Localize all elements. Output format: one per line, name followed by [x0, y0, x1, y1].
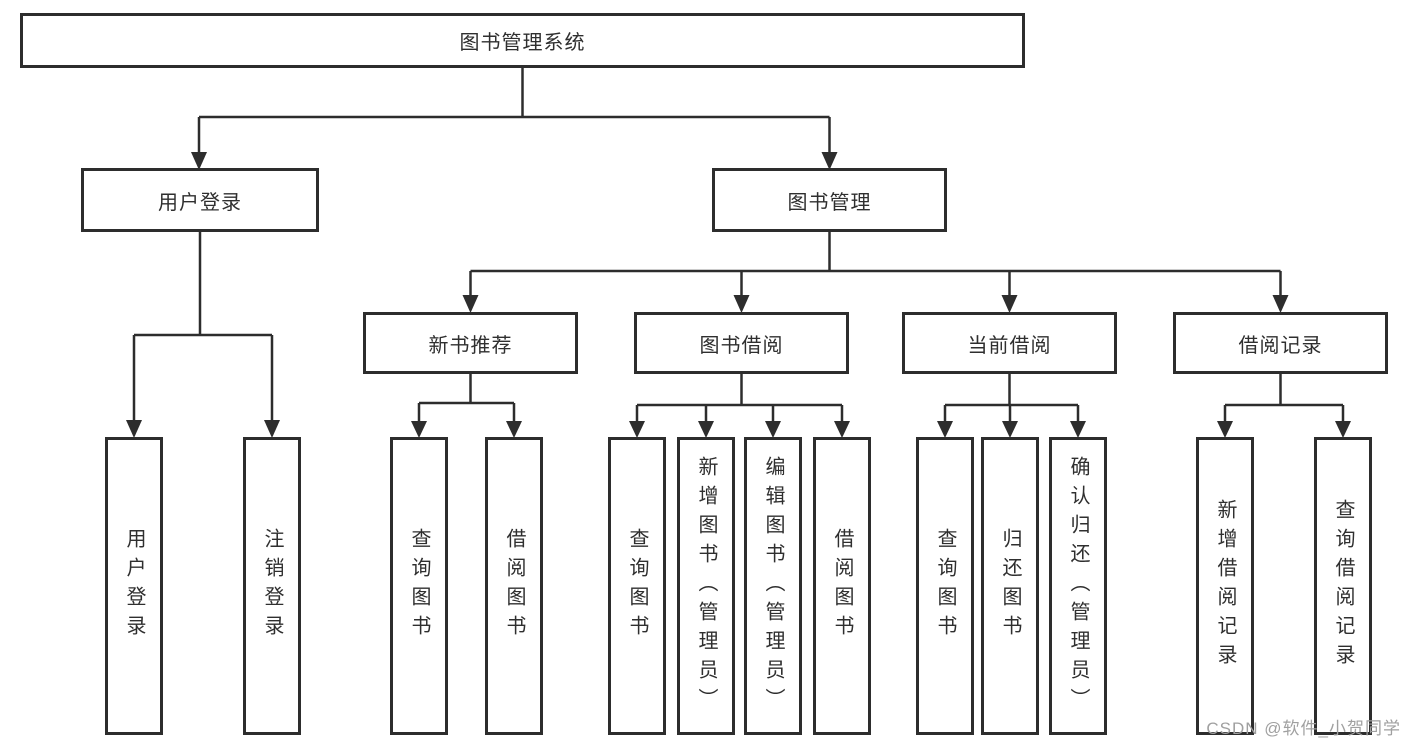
arrow-down-icon [834, 421, 850, 438]
node-label: 用户登录 [158, 191, 242, 214]
arrow-down-icon [765, 421, 781, 438]
node-label: 借阅图书 [503, 528, 525, 644]
node-label: 新增借阅记录 [1214, 499, 1236, 673]
leaf-borrowing-borrow-books: 借阅图书 [813, 437, 871, 735]
node-new-book-recommend: 新书推荐 [363, 312, 578, 374]
node-label: 用户登录 [123, 528, 145, 644]
node-label: 查询图书 [934, 528, 956, 644]
arrow-down-icon [821, 152, 838, 170]
node-label: 当前借阅 [967, 334, 1052, 357]
node-label: 确认归还（管理员） [1067, 455, 1089, 717]
node-label: 查询图书 [626, 528, 648, 644]
node-borrowing-records: 借阅记录 [1173, 312, 1388, 374]
leaf-records-query-record: 查询借阅记录 [1314, 437, 1372, 735]
node-label: 图书借阅 [699, 334, 784, 357]
node-book-borrowing: 图书借阅 [634, 312, 849, 374]
node-label: 新增图书（管理员） [695, 455, 717, 717]
leaf-recommend-query-books: 查询图书 [390, 437, 448, 735]
arrow-down-icon [733, 295, 750, 313]
arrow-down-icon [191, 152, 207, 170]
node-label: 图书管理系统 [459, 32, 586, 54]
arrow-down-icon [1335, 421, 1351, 438]
node-label: 借阅图书 [831, 528, 853, 644]
arrow-down-icon [411, 421, 427, 438]
node-label: 查询图书 [408, 528, 430, 644]
leaf-current-confirm-return: 确认归还（管理员） [1049, 437, 1107, 735]
leaf-records-add-record: 新增借阅记录 [1196, 437, 1254, 735]
node-label: 图书管理 [787, 191, 872, 214]
node-label: 注销登录 [261, 528, 283, 644]
node-user-login: 用户登录 [81, 168, 319, 232]
leaf-borrowing-edit-books: 编辑图书（管理员） [744, 437, 802, 735]
leaf-current-query-books: 查询图书 [916, 437, 974, 735]
arrow-down-icon [937, 421, 953, 438]
arrow-down-icon [462, 295, 479, 313]
arrow-down-icon [1070, 421, 1086, 438]
leaf-borrowing-query-books: 查询图书 [608, 437, 666, 735]
arrow-down-icon [1001, 295, 1018, 313]
csdn-watermark: CSDN @软件_小贺同学 [1206, 719, 1401, 738]
node-label: 新书推荐 [428, 334, 513, 357]
arrow-down-icon [629, 421, 645, 438]
node-label: 借阅记录 [1238, 334, 1323, 357]
leaf-recommend-borrow-books: 借阅图书 [485, 437, 543, 735]
arrow-down-icon [126, 420, 142, 438]
leaf-borrowing-add-books: 新增图书（管理员） [677, 437, 735, 735]
arrow-down-icon [1002, 421, 1018, 438]
arrow-down-icon [506, 421, 522, 438]
arrow-down-icon [264, 420, 280, 438]
arrow-down-icon [1272, 295, 1289, 313]
arrow-down-icon [1217, 421, 1233, 438]
leaf-user-login: 用户登录 [105, 437, 163, 735]
leaf-current-return-books: 归还图书 [981, 437, 1039, 735]
leaf-logout: 注销登录 [243, 437, 301, 735]
node-label: 编辑图书（管理员） [762, 455, 784, 717]
node-book-management-system: 图书管理系统 [20, 13, 1025, 68]
node-current-borrowing: 当前借阅 [902, 312, 1117, 374]
node-label: 查询借阅记录 [1332, 499, 1354, 673]
node-book-management: 图书管理 [712, 168, 947, 232]
arrow-down-icon [698, 421, 714, 438]
node-label: 归还图书 [999, 528, 1021, 644]
